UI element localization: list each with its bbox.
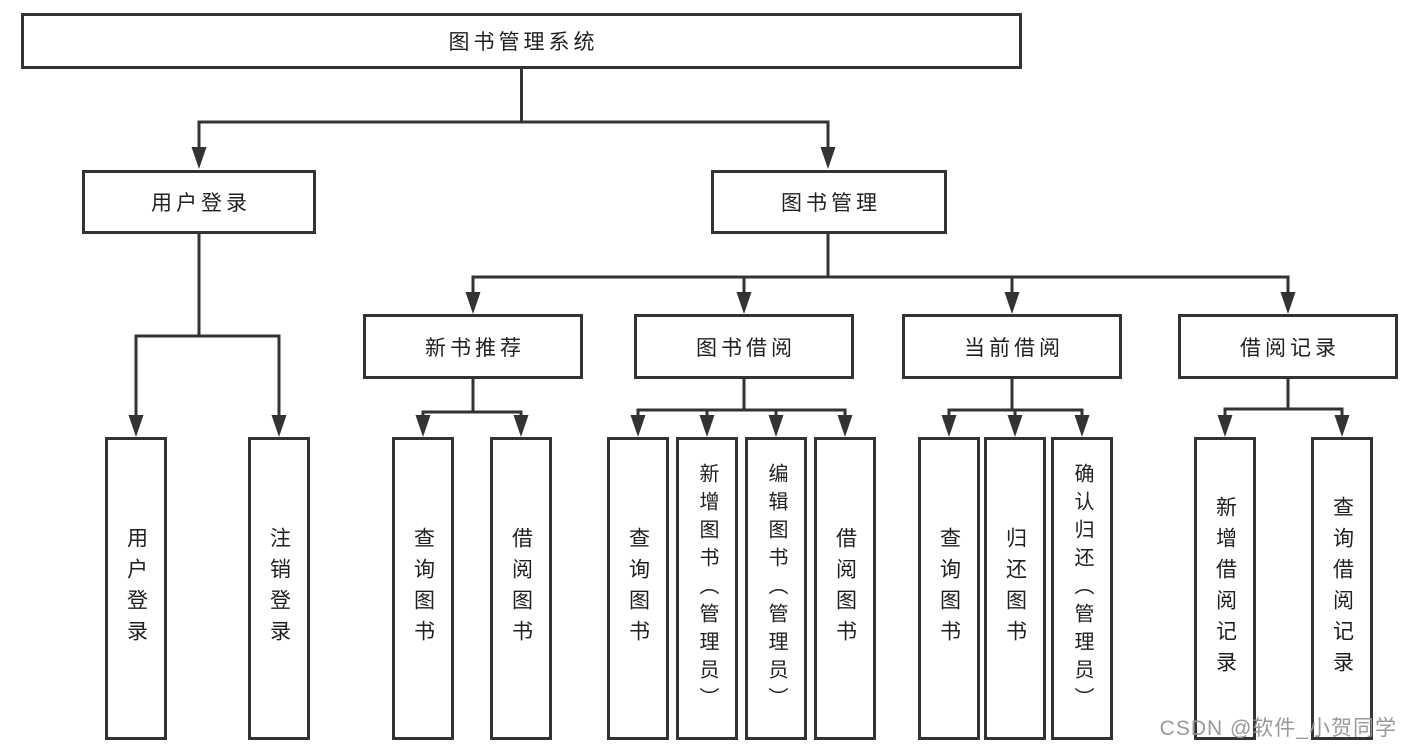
node-current-borrowing: 当前借阅: [902, 314, 1122, 379]
leaf-borrow-books: 借阅图书: [814, 437, 876, 740]
leaf-label: 查询借阅记录: [1330, 495, 1354, 682]
leaf-label: 用户登录: [124, 526, 148, 651]
node-label: 新书推荐: [425, 336, 525, 360]
node-label: 图书管理: [781, 192, 881, 215]
node-borrowing-records: 借阅记录: [1178, 314, 1398, 379]
csdn-watermark: CSDN @软件_小贺同学: [1159, 717, 1397, 740]
leaf-add-books-admin: 新增图书（管理员）: [676, 437, 738, 740]
leaf-label: 查询图书: [411, 526, 435, 651]
leaf-logout: 注销登录: [248, 437, 310, 740]
leaf-label: 新增借阅记录: [1213, 495, 1237, 682]
leaf-query-books: 查询图书: [918, 437, 980, 740]
leaf-query-borrow-record: 查询借阅记录: [1311, 437, 1373, 740]
leaf-label: 注销登录: [267, 526, 291, 651]
node-label: 当前借阅: [964, 336, 1064, 360]
leaf-return-books: 归还图书: [984, 437, 1046, 740]
node-book-management: 图书管理: [711, 170, 947, 234]
leaf-label: 借阅图书: [833, 526, 857, 651]
leaf-label: 查询图书: [626, 526, 650, 651]
node-label: 用户登录: [151, 192, 251, 215]
node-book-borrowing: 图书借阅: [634, 314, 854, 379]
node-new-book-recommendation: 新书推荐: [363, 314, 583, 379]
leaf-label: 查询图书: [937, 526, 961, 651]
leaf-confirm-return-admin: 确认归还（管理员）: [1051, 437, 1113, 740]
leaf-edit-books-admin: 编辑图书（管理员）: [745, 437, 807, 740]
node-label: 借阅记录: [1240, 336, 1340, 360]
leaf-add-borrow-record: 新增借阅记录: [1194, 437, 1256, 740]
leaf-label: 确认归还（管理员）: [1071, 462, 1093, 715]
leaf-label: 借阅图书: [509, 526, 533, 651]
leaf-borrow-books: 借阅图书: [490, 437, 552, 740]
node-library-management-system: 图书管理系统: [21, 13, 1022, 69]
leaf-label: 归还图书: [1003, 526, 1027, 651]
leaf-query-books: 查询图书: [392, 437, 454, 740]
node-label: 图书管理系统: [448, 31, 599, 54]
node-label: 图书借阅: [696, 336, 796, 360]
node-user-login: 用户登录: [82, 170, 316, 234]
leaf-user-login: 用户登录: [105, 437, 167, 740]
leaf-label: 新增图书（管理员）: [696, 462, 718, 715]
leaf-label: 编辑图书（管理员）: [765, 462, 787, 715]
leaf-query-books: 查询图书: [607, 437, 669, 740]
